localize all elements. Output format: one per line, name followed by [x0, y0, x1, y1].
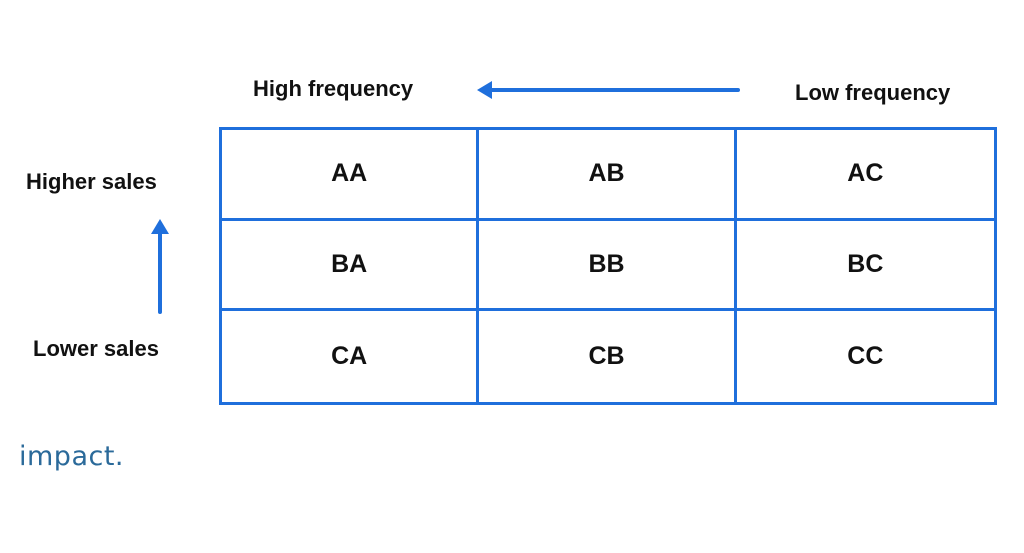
matrix-cell-aa: AA [222, 130, 480, 221]
impact-logo: impact. [19, 441, 125, 472]
matrix-cell-bc: BC [736, 221, 994, 312]
frequency-arrow-left-icon [477, 81, 740, 99]
low-frequency-label: Low frequency [795, 80, 951, 105]
matrix-cell-ca: CA [222, 311, 480, 402]
classification-matrix: AA AB AC BA BB BC CA CB CC [219, 127, 997, 405]
higher-sales-label: Higher sales [26, 169, 157, 194]
matrix-cell-ab: AB [479, 130, 737, 221]
high-frequency-label: High frequency [253, 76, 414, 101]
sales-arrow-up-icon [151, 219, 169, 314]
lower-sales-label: Lower sales [33, 336, 159, 361]
matrix-cell-bb: BB [479, 220, 737, 312]
matrix-cell-ac: AC [736, 130, 994, 221]
matrix-cell-cb: CB [479, 311, 737, 402]
matrix-cell-cc: CC [847, 342, 884, 371]
matrix-cell-ba: BA [222, 220, 480, 312]
